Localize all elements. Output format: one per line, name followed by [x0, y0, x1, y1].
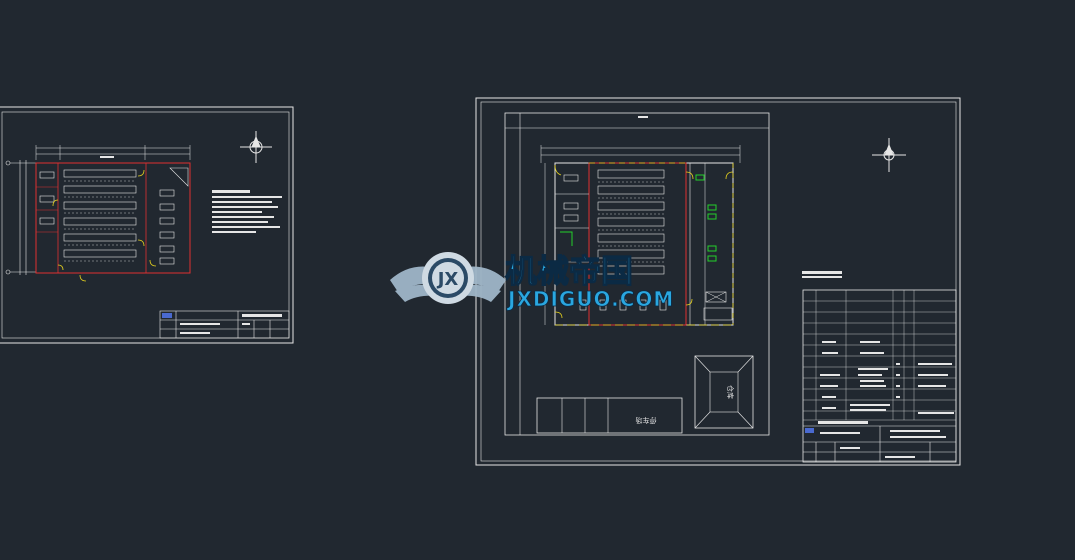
north-arrow-icon	[872, 138, 906, 172]
parking-label: 停车场	[636, 416, 657, 425]
gear-logo-icon: JX	[422, 252, 474, 304]
right-drawing-sheet[interactable]	[475, 97, 961, 466]
north-arrow-icon	[240, 131, 272, 163]
watermark-title-cn: 机械帝国	[505, 252, 633, 290]
left-drawing-sheet[interactable]	[0, 106, 294, 344]
logo-letters: JX	[436, 269, 459, 290]
site-watermark: JX 机械帝国 JXDIGUO.COM	[390, 251, 674, 311]
warehouse-label: 仓库	[726, 385, 735, 399]
watermark-title-en: JXDIGUO.COM	[506, 287, 674, 311]
